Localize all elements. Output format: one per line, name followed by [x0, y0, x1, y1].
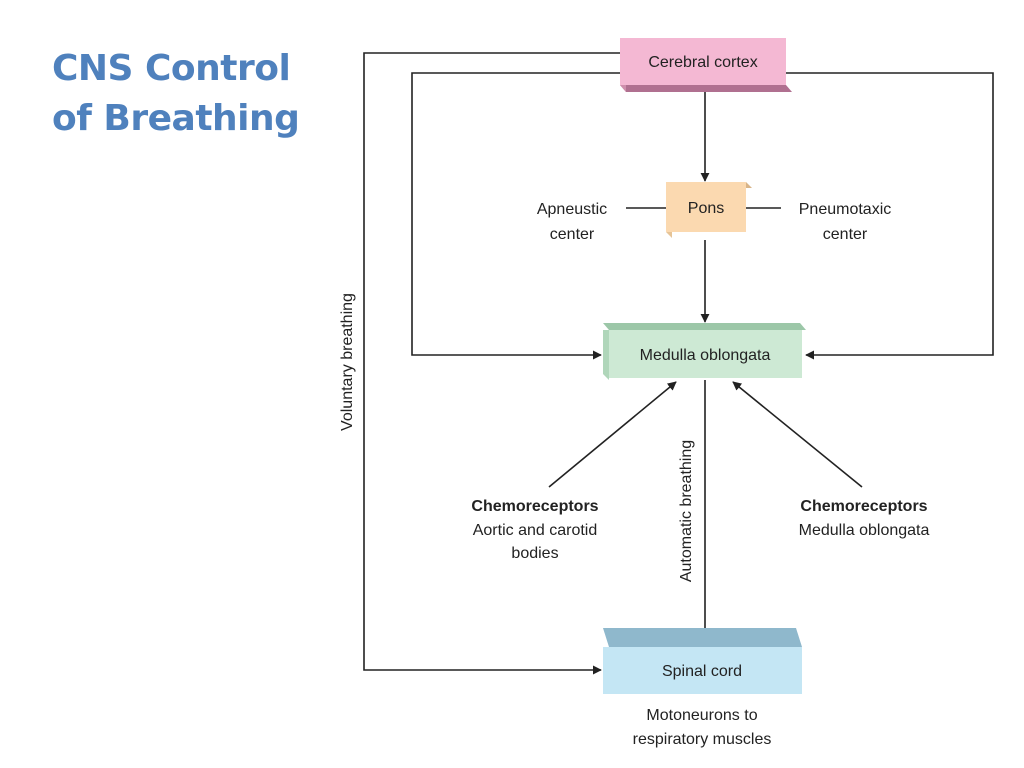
motoneurons-label-line1: Motoneurons to [646, 707, 757, 724]
medulla-fill [609, 330, 802, 378]
voluntary-breathing-label: Voluntary breathing [339, 293, 356, 431]
central-chemoreceptor-arrow [732, 381, 863, 488]
medulla-oblongata-box: Medulla oblongata [603, 323, 806, 380]
chemoreceptors-right-line1: Medulla oblongata [799, 522, 930, 539]
apneustic-label-line1: Apneustic [537, 201, 607, 218]
cortex-to-medulla-left-pathway [411, 72, 620, 360]
spinal-cord-fill [603, 647, 802, 694]
pneumotaxic-label-line1: Pneumotaxic [799, 201, 892, 218]
pons-label: Pons [688, 200, 724, 217]
cerebral-cortex-box: Cerebral cortex [620, 38, 792, 92]
cerebral-cortex-label: Cerebral cortex [648, 54, 757, 71]
peripheral-chemoreceptor-arrow [548, 381, 677, 488]
pons-box: Pons [666, 182, 752, 238]
pons-fill [666, 182, 746, 232]
voluntary-breathing-pathway [363, 52, 620, 675]
chemoreceptors-left-line1: Aortic and carotid [473, 522, 598, 539]
slide-title-line1: CNS Control [52, 48, 291, 89]
cortex-to-medulla-right-pathway [786, 72, 994, 360]
spinal-cord-box: Spinal cord [603, 628, 802, 694]
slide-title: CNS Control of Breathing [52, 44, 300, 144]
pneumotaxic-label-line2: center [823, 226, 868, 243]
cerebral-cortex-fill [620, 38, 786, 85]
slide-title-line2: of Breathing [52, 98, 300, 139]
spinal-cord-label: Spinal cord [662, 663, 742, 680]
chemoreceptors-right-title: Chemoreceptors [800, 498, 927, 515]
motoneurons-label-line2: respiratory muscles [633, 731, 772, 748]
automatic-breathing-label: Automatic breathing [678, 440, 695, 582]
apneustic-label-line2: center [550, 226, 595, 243]
medulla-label: Medulla oblongata [640, 347, 771, 364]
chemoreceptors-left-line2: bodies [511, 545, 558, 562]
chemoreceptors-left-title: Chemoreceptors [471, 498, 598, 515]
